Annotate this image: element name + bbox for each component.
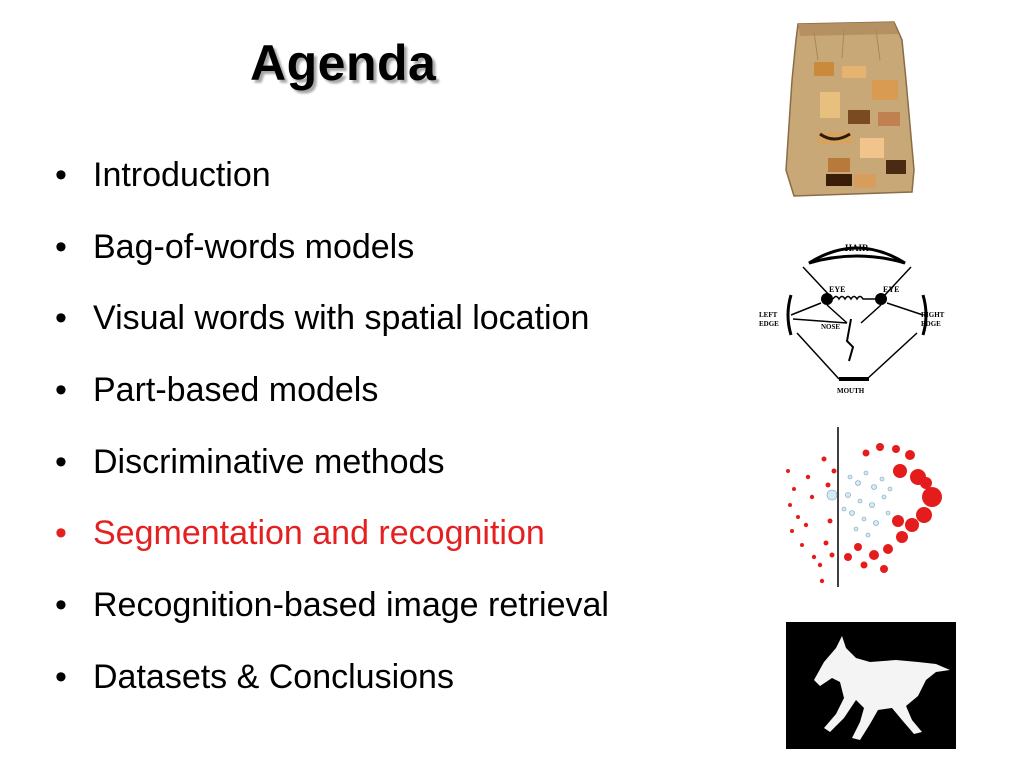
bullet: • [55,371,67,410]
bag-of-words-image [785,21,915,197]
agenda-item-label: Visual words with spatial location [93,299,590,338]
agenda-item: • Discriminative methods [55,437,609,509]
label-left-edge-2: EDGE [759,320,779,328]
agenda-item-label: Recognition-based image retrieval [93,586,609,625]
label-right-edge-2: EDGE [921,320,941,328]
agenda-item: • Recognition-based image retrieval [55,580,609,652]
bullet: • [55,442,67,481]
agenda-item: • Visual words with spatial location [55,293,609,365]
agenda-item-label: Introduction [93,156,271,194]
bullet: • [55,156,67,194]
discriminative-classifier-image [786,427,942,587]
label-mouth: MOUTH [837,387,865,395]
bullet: • [55,299,67,338]
label-hair: HAIR [845,243,869,253]
bullet: • [55,514,67,553]
agenda-item-label: Part-based models [93,371,379,410]
agenda-item-label: Segmentation and recognition [93,514,545,553]
bullet: • [55,586,67,625]
horse-segmentation-image [786,622,956,749]
slide-title: Agenda [250,35,437,91]
agenda-item-label: Discriminative methods [93,442,445,481]
agenda-item: • Datasets & Conclusions [55,652,609,724]
label-nose: NOSE [821,323,840,331]
agenda-item: • Introduction [55,150,609,222]
bullet: • [55,227,67,266]
agenda-item: • Part-based models [55,365,609,437]
label-right-edge-1: RIGHT [921,311,945,319]
agenda-item-current: • Segmentation and recognition [55,508,609,580]
label-eye-right: EYE [883,285,899,294]
agenda-item: • Bag-of-words models [55,222,609,294]
bullet: • [55,657,67,696]
label-left-edge-1: LEFT [759,311,778,319]
agenda-item-label: Bag-of-words models [93,227,415,266]
label-eye-left: EYE [829,285,845,294]
part-based-face-model-image: HAIR EYE EYE LEFT EDGE RIGHT EDGE NOSE M… [759,243,945,395]
agenda-item-label: Datasets & Conclusions [93,657,454,696]
agenda-list: • Introduction • Bag-of-words models • Visu… [55,150,609,724]
